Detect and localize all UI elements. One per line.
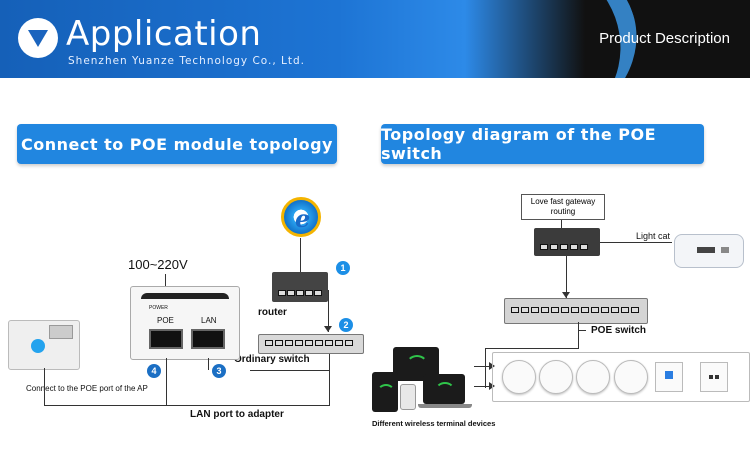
wifi-icon bbox=[406, 355, 428, 375]
wall-ap-2 bbox=[700, 362, 728, 392]
lan-cable-v bbox=[208, 358, 209, 370]
ordinary-switch-device bbox=[258, 334, 364, 354]
tablet-device bbox=[372, 372, 398, 412]
callout-pointer bbox=[561, 220, 562, 228]
poe-switch-drop bbox=[578, 322, 579, 348]
power-cable bbox=[165, 274, 166, 286]
router-modem-link bbox=[600, 242, 672, 243]
light-cat-label: Light cat bbox=[636, 231, 671, 241]
light-cat-modem bbox=[674, 234, 744, 268]
poe-switch-label: POE switch bbox=[591, 325, 647, 336]
laptop-base bbox=[418, 404, 472, 408]
lan-port-adapter-label: LAN port to adapter bbox=[190, 409, 284, 420]
ceiling-ap-1 bbox=[502, 360, 536, 394]
step-4-badge: 4 bbox=[147, 364, 161, 378]
bus-arrow-line-2 bbox=[474, 386, 492, 387]
ceiling-ap-2 bbox=[539, 360, 573, 394]
ap-cable-v bbox=[44, 368, 45, 405]
voltage-label: 100~220V bbox=[128, 257, 188, 272]
ap-poe-port-label: Connect to the POE port of the AP bbox=[26, 384, 148, 393]
internet-explorer-icon: e bbox=[281, 197, 321, 237]
poe-adapter: POWER POE LAN bbox=[130, 286, 240, 360]
router-poe-link bbox=[566, 256, 567, 298]
router-device bbox=[272, 272, 328, 302]
banner-subtitle: Shenzhen Yuanze Technology Co., Ltd. bbox=[68, 55, 306, 67]
step-3-badge: 3 bbox=[212, 364, 226, 378]
bottom-cable bbox=[44, 405, 330, 406]
adapter-power-label: POWER bbox=[149, 305, 168, 311]
wall-ap-1 bbox=[655, 362, 683, 392]
arrow-down-icon bbox=[324, 326, 332, 332]
wifi-icon bbox=[435, 382, 455, 400]
arrow-down-icon bbox=[562, 292, 570, 298]
product-description-label: Product Description bbox=[599, 30, 730, 47]
company-logo bbox=[18, 18, 58, 58]
router-switch-link bbox=[328, 290, 329, 332]
phone-device bbox=[400, 384, 416, 410]
banner-title: Application bbox=[66, 14, 262, 54]
header-banner: Application Shenzhen Yuanze Technology C… bbox=[0, 0, 750, 78]
wifi-icon bbox=[377, 384, 395, 400]
devices-label: Different wireless terminal devices bbox=[372, 419, 496, 428]
lan-port bbox=[191, 329, 225, 349]
poe-switch-device bbox=[504, 298, 648, 324]
step-1-badge: 1 bbox=[336, 261, 350, 275]
right-section-header: Topology diagram of the POE switch bbox=[381, 124, 704, 164]
wall-access-point bbox=[8, 320, 80, 370]
internet-router-link bbox=[300, 238, 301, 272]
adapter-lan-label: LAN bbox=[201, 316, 217, 325]
gateway-router-device bbox=[534, 228, 600, 256]
switch-lan-link-v bbox=[329, 354, 330, 406]
adapter-poe-label: POE bbox=[157, 316, 174, 325]
poe-cable-v bbox=[166, 358, 167, 406]
poe-port bbox=[149, 329, 183, 349]
ordinary-switch-label: Ordinary switch bbox=[234, 354, 310, 365]
gateway-callout: Love fast gateway routing bbox=[521, 194, 605, 220]
bus-line-h bbox=[485, 348, 579, 349]
bus-arrow-line-1 bbox=[474, 366, 492, 367]
poe-switch-label-leader bbox=[578, 330, 586, 331]
left-section-header: Connect to POE module topology bbox=[17, 124, 337, 164]
laptop-device bbox=[423, 374, 465, 404]
router-label: router bbox=[258, 307, 287, 318]
switch-lan-link-h bbox=[250, 370, 330, 371]
ceiling-ap-3 bbox=[576, 360, 610, 394]
step-2-badge: 2 bbox=[339, 318, 353, 332]
bus-line-v bbox=[485, 348, 486, 388]
ceiling-ap-4 bbox=[614, 360, 648, 394]
